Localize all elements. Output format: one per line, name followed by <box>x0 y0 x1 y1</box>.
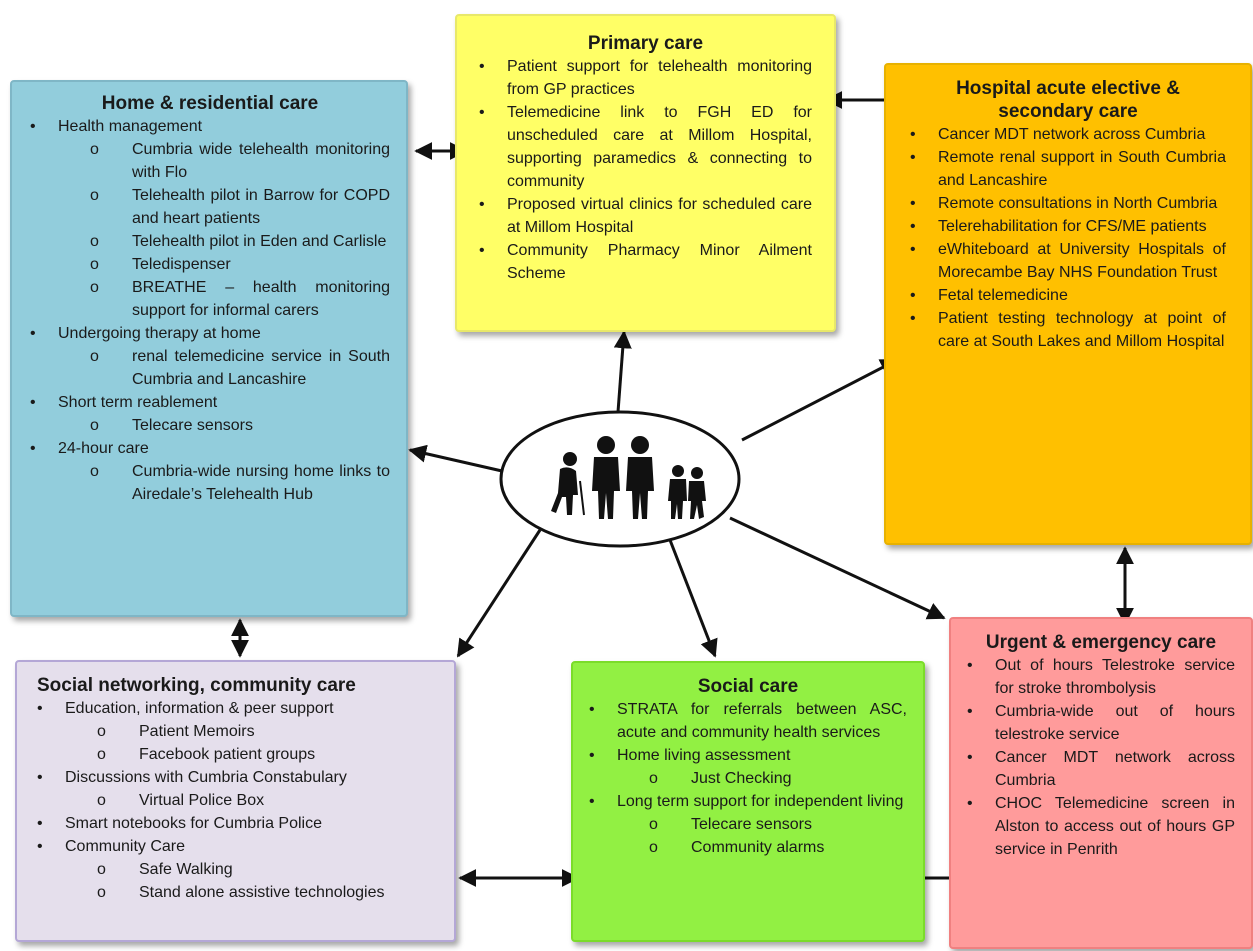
sub-list-item: Telecare sensors <box>589 813 907 836</box>
social-networking-list: Education, information & peer supportPat… <box>37 697 438 904</box>
family-hub <box>499 410 741 548</box>
primary-care-box: Primary care Patient support for telehea… <box>455 14 836 332</box>
sub-list-item: Stand alone assistive technologies <box>37 881 438 904</box>
family-icon <box>551 436 706 519</box>
social-networking-title: Social networking, community care <box>37 675 356 696</box>
sub-list-item: Virtual Police Box <box>37 789 438 812</box>
urgent-emergency-care-title: Urgent & emergency care <box>985 632 1217 653</box>
list-item: Discussions with Cumbria Constabulary <box>37 766 438 789</box>
list-item: Patient testing technology at point of c… <box>910 307 1226 353</box>
list-item: Undergoing therapy at home <box>30 322 390 345</box>
home-residential-care-title: Home & residential care <box>101 93 319 114</box>
primary-care-list: Patient support for telehealth monitorin… <box>479 55 812 285</box>
hospital-care-box: Hospital acute elective & secondary care… <box>884 63 1252 545</box>
sub-list-item: Safe Walking <box>37 858 438 881</box>
list-item: Proposed virtual clinics for scheduled c… <box>479 193 812 239</box>
sub-list-item: Community alarms <box>589 836 907 859</box>
social-care-box: Social care STRATA for referrals between… <box>571 661 925 942</box>
list-item: Cancer MDT network across Cumbria <box>967 746 1235 792</box>
arrow-hub-urgent <box>729 516 946 620</box>
list-item: Remote renal support in South Cumbria an… <box>910 146 1226 192</box>
list-item: Smart notebooks for Cumbria Police <box>37 812 438 835</box>
list-item: Short term reablement <box>30 391 390 414</box>
sub-list-item: Telehealth pilot in Eden and Carlisle <box>30 230 390 253</box>
home-residential-care-box: Home & residential care Health managemen… <box>10 80 408 617</box>
hospital-care-title: Hospital acute elective & secondary care <box>956 78 1180 122</box>
arrow-hub-hospital <box>741 358 899 442</box>
sub-list-item: Cumbria wide telehealth monitoring with … <box>30 138 390 184</box>
social-care-title: Social care <box>697 676 799 697</box>
arrow-hub-home <box>408 444 503 473</box>
list-item: Fetal telemedicine <box>910 284 1226 307</box>
social-care-list: STRATA for referrals between ASC, acute … <box>589 698 907 859</box>
sub-list-item: renal telemedicine service in South Cumb… <box>30 345 390 391</box>
urgent-emergency-care-list: Out of hours Telestroke service for stro… <box>967 654 1235 861</box>
sub-list-item: BREATHE – health monitoring support for … <box>30 276 390 322</box>
sub-list-item: Telehealth pilot in Barrow for COPD and … <box>30 184 390 230</box>
urgent-emergency-care-box: Urgent & emergency care Out of hours Tel… <box>949 617 1253 949</box>
list-item: CHOC Telemedicine screen in Alston to ac… <box>967 792 1235 861</box>
list-item: Community Pharmacy Minor Ailment Scheme <box>479 239 812 285</box>
sub-list-item: Cumbria-wide nursing home links to Aired… <box>30 460 390 506</box>
sub-list-item: Just Checking <box>589 767 907 790</box>
list-item: Remote consultations in North Cumbria <box>910 192 1226 215</box>
sub-list-item: Teledispenser <box>30 253 390 276</box>
hospital-care-list: Cancer MDT network across CumbriaRemote … <box>910 123 1226 353</box>
arrow-hub-socialnet <box>456 529 542 658</box>
list-item: Cancer MDT network across Cumbria <box>910 123 1226 146</box>
list-item: 24-hour care <box>30 437 390 460</box>
list-item: Health management <box>30 115 390 138</box>
list-item: Home living assessment <box>589 744 907 767</box>
social-networking-box: Social networking, community care Educat… <box>15 660 456 942</box>
arrow-hub-social <box>668 539 718 658</box>
list-item: Cumbria-wide out of hours telestroke ser… <box>967 700 1235 746</box>
list-item: STRATA for referrals between ASC, acute … <box>589 698 907 744</box>
list-item: Community Care <box>37 835 438 858</box>
sub-list-item: Telecare sensors <box>30 414 390 437</box>
sub-list-item: Patient Memoirs <box>37 720 438 743</box>
arrow-hub-primary <box>613 330 632 413</box>
home-residential-care-list: Health managementCumbria wide telehealth… <box>30 115 390 506</box>
list-item: Patient support for telehealth monitorin… <box>479 55 812 101</box>
list-item: eWhiteboard at University Hospitals of M… <box>910 238 1226 284</box>
list-item: Education, information & peer support <box>37 697 438 720</box>
list-item: Long term support for independent living <box>589 790 907 813</box>
sub-list-item: Facebook patient groups <box>37 743 438 766</box>
list-item: Telerehabilitation for CFS/ME patients <box>910 215 1226 238</box>
primary-care-title: Primary care <box>587 33 704 54</box>
list-item: Out of hours Telestroke service for stro… <box>967 654 1235 700</box>
list-item: Telemedicine link to FGH ED for unschedu… <box>479 101 812 193</box>
